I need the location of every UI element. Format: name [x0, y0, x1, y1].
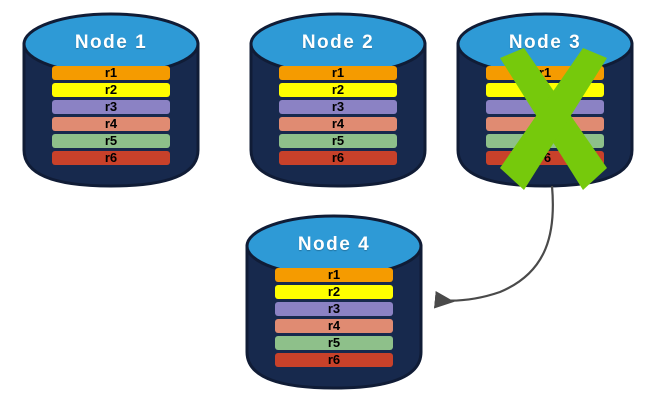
record-label: r6 [327, 352, 341, 367]
record-row[interactable]: r2 [279, 83, 397, 97]
record-label: r5 [331, 133, 345, 148]
node-2-records: r1 r2 r3 r4 r5 r6 [279, 66, 397, 165]
record-row[interactable]: r1 [486, 66, 604, 80]
record-row[interactable]: r6 [279, 151, 397, 165]
node-4[interactable]: Node 4 r1 r2 r3 r4 r5 r6 [245, 212, 423, 390]
node-4-records: r1 r2 r3 r4 r5 r6 [275, 268, 393, 367]
record-row[interactable]: r6 [486, 151, 604, 165]
record-row[interactable]: r2 [275, 285, 393, 299]
record-row[interactable]: r1 [275, 268, 393, 282]
record-label: r5 [538, 133, 552, 148]
record-label: r3 [331, 99, 345, 114]
record-label: r5 [327, 335, 341, 350]
node-3-records: r1 r2 r3 r4 r5 r6 [486, 66, 604, 165]
record-row[interactable]: r2 [486, 83, 604, 97]
record-row[interactable]: r4 [486, 117, 604, 131]
record-label: r6 [331, 150, 345, 165]
record-label: r2 [331, 82, 345, 97]
record-row[interactable]: r5 [52, 134, 170, 148]
record-label: r2 [104, 82, 118, 97]
record-label: r4 [331, 116, 345, 131]
record-row[interactable]: r3 [52, 100, 170, 114]
record-row[interactable]: r5 [275, 336, 393, 350]
record-row[interactable]: r5 [486, 134, 604, 148]
record-label: r6 [104, 150, 118, 165]
record-label: r3 [538, 99, 552, 114]
replication-arrow-path [433, 185, 554, 309]
record-label: r2 [538, 82, 552, 97]
record-row[interactable]: r6 [275, 353, 393, 367]
record-row[interactable]: r4 [279, 117, 397, 131]
record-label: r3 [327, 301, 341, 316]
record-label: r3 [104, 99, 118, 114]
record-row[interactable]: r4 [52, 117, 170, 131]
record-row[interactable]: r3 [279, 100, 397, 114]
record-label: r4 [327, 318, 341, 333]
record-label: r6 [538, 150, 552, 165]
record-label: r1 [327, 267, 341, 282]
record-label: r1 [104, 65, 118, 80]
node-1-records: r1 r2 r3 r4 r5 r6 [52, 66, 170, 165]
record-label: r1 [331, 65, 345, 80]
node-3[interactable]: Node 3 r1 r2 r3 r4 r5 r6 [456, 10, 634, 190]
record-label: r1 [538, 65, 552, 80]
record-row[interactable]: r3 [486, 100, 604, 114]
record-row[interactable]: r1 [52, 66, 170, 80]
node-2[interactable]: Node 2 r1 r2 r3 r4 r5 r6 [249, 10, 427, 188]
record-row[interactable]: r2 [52, 83, 170, 97]
record-row[interactable]: r6 [52, 151, 170, 165]
record-label: r4 [104, 116, 118, 131]
node-1[interactable]: Node 1 r1 r2 r3 r4 r5 r6 [22, 10, 200, 188]
record-row[interactable]: r5 [279, 134, 397, 148]
record-row[interactable]: r4 [275, 319, 393, 333]
record-label: r4 [538, 116, 552, 131]
record-label: r5 [104, 133, 118, 148]
record-label: r2 [327, 284, 341, 299]
record-row[interactable]: r1 [279, 66, 397, 80]
record-row[interactable]: r3 [275, 302, 393, 316]
